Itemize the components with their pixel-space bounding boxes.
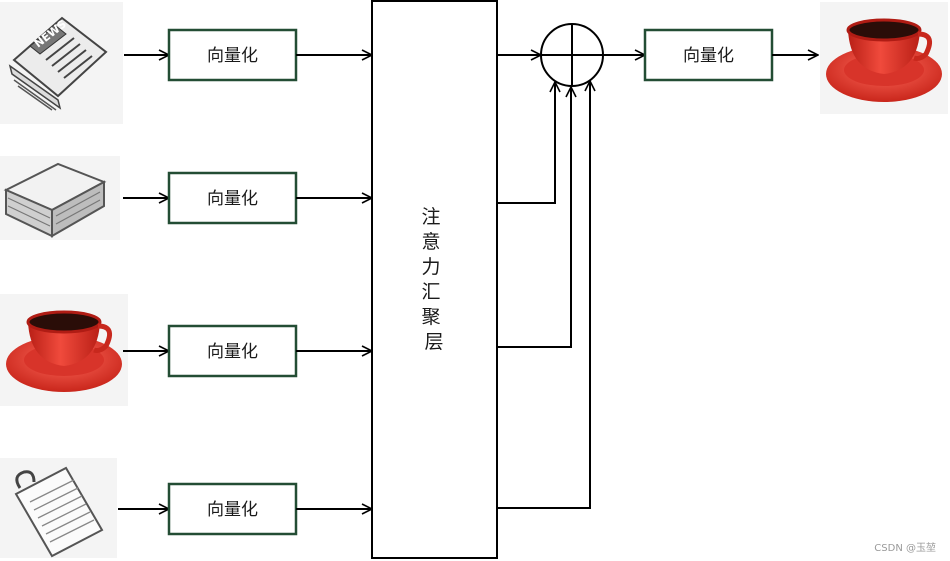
arrow-to-sum-2 bbox=[497, 82, 555, 204]
vectorize-box-3: 向量化 bbox=[167, 324, 298, 378]
watermark: CSDN @玉堃 bbox=[874, 541, 936, 554]
book-icon bbox=[0, 156, 120, 240]
arrow-to-sum-3 bbox=[497, 87, 571, 348]
output-coffee-cup-icon bbox=[820, 2, 948, 114]
plus-circle-icon bbox=[540, 23, 604, 87]
attention-pooling-label: 注 意 力 汇 聚 层 bbox=[421, 206, 446, 353]
vectorize-box-2: 向量化 bbox=[167, 171, 298, 225]
vectorize-label: 向量化 bbox=[207, 500, 258, 520]
output-vectorize-box: 向量化 bbox=[643, 28, 774, 82]
vectorize-label: 向量化 bbox=[683, 46, 734, 66]
vectorize-label: 向量化 bbox=[207, 342, 258, 362]
vectorize-label: 向量化 bbox=[207, 46, 258, 66]
vectorize-label: 向量化 bbox=[207, 189, 258, 209]
arrow-to-sum-4 bbox=[497, 81, 590, 509]
vectorize-box-1: 向量化 bbox=[167, 28, 298, 82]
coffee-cup-icon bbox=[0, 294, 128, 406]
attention-pooling-layer: 注 意 力 汇 聚 层 bbox=[371, 0, 498, 559]
vectorize-box-4: 向量化 bbox=[167, 482, 298, 536]
notepad-icon bbox=[0, 458, 117, 558]
newspaper-icon: NEWS bbox=[0, 2, 123, 124]
